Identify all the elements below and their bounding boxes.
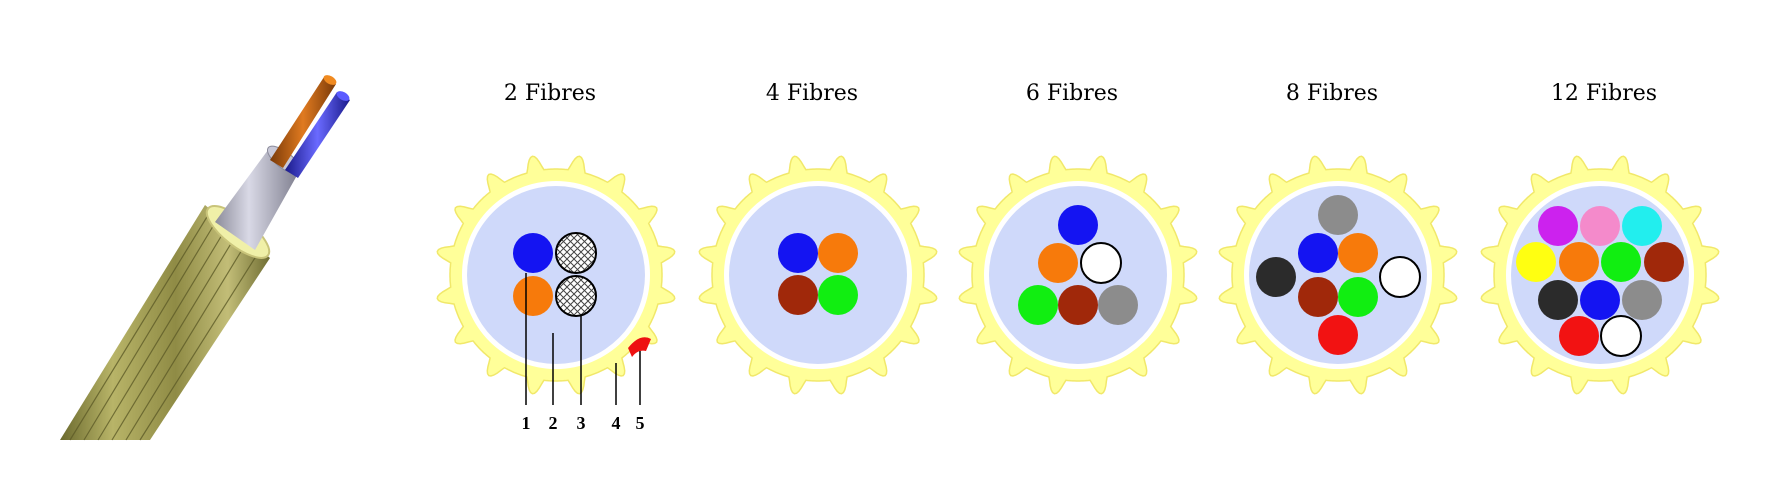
core-gel xyxy=(1249,186,1427,364)
fibre-cable-cutaway-icon xyxy=(60,75,350,441)
fibre-green xyxy=(1338,277,1378,317)
fibre-white xyxy=(1080,242,1122,284)
fibre-red xyxy=(1318,315,1358,355)
fibre-blue-strand xyxy=(285,92,350,178)
section-title: 8 Fibres xyxy=(1286,81,1378,106)
fibre-blue xyxy=(1580,280,1620,320)
fibre-brown xyxy=(1058,285,1098,325)
fibre-cyan xyxy=(1622,206,1662,246)
fibre-orange xyxy=(818,233,858,273)
fibre-blue xyxy=(1058,205,1098,245)
fibre-red xyxy=(1559,316,1599,356)
fibre-black xyxy=(1256,257,1296,297)
fibre-magenta xyxy=(1538,206,1578,246)
fibre-green xyxy=(1601,242,1641,282)
callout-label-1: 1 xyxy=(522,413,531,433)
fibre-green xyxy=(818,275,858,315)
section-title: 12 Fibres xyxy=(1551,81,1657,106)
fibre-green xyxy=(1018,285,1058,325)
buffer-tube xyxy=(215,150,300,250)
callout-label-5: 5 xyxy=(636,413,645,433)
fibre-brown xyxy=(1298,277,1338,317)
outer-sheath xyxy=(60,205,270,440)
core-gel xyxy=(467,186,645,364)
ripcord xyxy=(628,337,651,357)
fibre-brown xyxy=(778,275,818,315)
fibre-black xyxy=(1538,280,1578,320)
filler-element xyxy=(555,275,597,317)
fibre-orange xyxy=(1338,233,1378,273)
fibre-white xyxy=(1379,256,1421,298)
fibre-brown xyxy=(1644,242,1684,282)
fibre-grey xyxy=(1318,195,1358,235)
cable-section-8-fibres: 8 Fibres xyxy=(1218,81,1458,395)
fibre-blue xyxy=(1298,233,1338,273)
section-title: 6 Fibres xyxy=(1026,81,1118,106)
fibre-orange xyxy=(513,276,553,316)
fibre-blue xyxy=(778,233,818,273)
section-title: 4 Fibres xyxy=(766,81,858,106)
fibre-orange xyxy=(1038,243,1078,283)
section-title: 2 Fibres xyxy=(504,81,596,106)
fibre-blue xyxy=(513,233,553,273)
cable-section-6-fibres: 6 Fibres xyxy=(958,81,1198,395)
callout-label-3: 3 xyxy=(577,413,586,433)
fibre-grey xyxy=(1622,280,1662,320)
cable-section-4-fibres: 4 Fibres xyxy=(698,81,938,395)
core-gel xyxy=(729,186,907,364)
callout-label-4: 4 xyxy=(612,413,621,433)
callout-label-2: 2 xyxy=(549,413,558,433)
filler-element xyxy=(555,232,597,274)
fibre-white xyxy=(1600,315,1642,357)
fibre-orange xyxy=(1559,242,1599,282)
fibre-orange-strand xyxy=(270,77,336,168)
fibre-grey xyxy=(1098,285,1138,325)
cable-section-12-fibres: 12 Fibres xyxy=(1480,81,1720,395)
fibre-yellow xyxy=(1516,242,1556,282)
fibre-pink xyxy=(1580,206,1620,246)
